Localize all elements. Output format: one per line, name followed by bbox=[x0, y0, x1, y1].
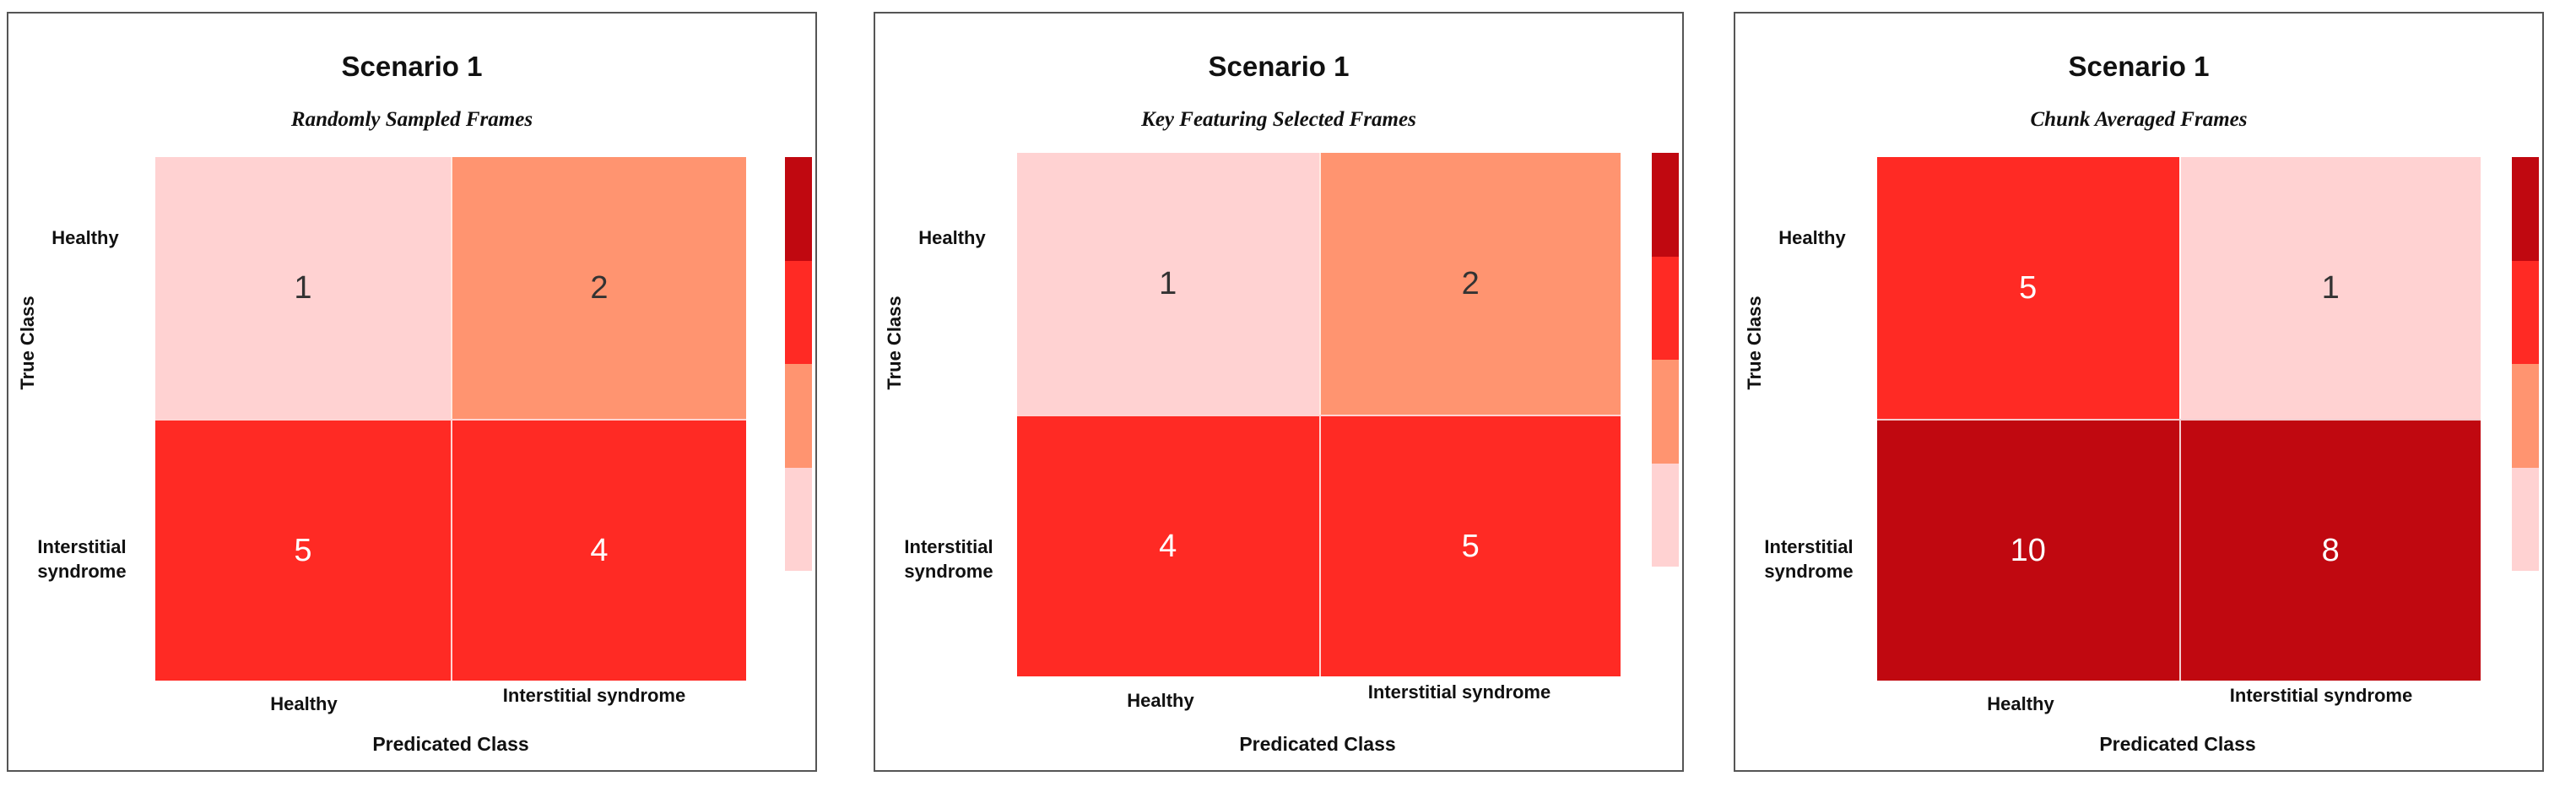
heatmap-cell: 1 bbox=[2178, 157, 2481, 419]
scale-swatch-level1 bbox=[785, 467, 812, 571]
color-scale-bar bbox=[2512, 157, 2539, 571]
y-axis-label: True Class bbox=[884, 296, 905, 390]
heatmap-grid: 1 2 4 5 bbox=[1017, 153, 1621, 676]
heatmap-cell: 4 bbox=[451, 419, 746, 681]
heatmap-cell: 5 bbox=[1318, 415, 1621, 676]
confusion-matrix-panel-3: Scenario 1 Chunk Averaged Frames True Cl… bbox=[1734, 12, 2544, 772]
heatmap-cell: 5 bbox=[1877, 157, 2179, 419]
scale-swatch-level4 bbox=[785, 157, 812, 261]
chart-title: Scenario 1 bbox=[341, 51, 483, 82]
heatmap-cell: 10 bbox=[1877, 419, 2179, 681]
scale-swatch-level3 bbox=[785, 260, 812, 364]
color-scale-bar bbox=[785, 157, 812, 571]
scale-swatch-level4 bbox=[1652, 153, 1679, 257]
scale-swatch-level3 bbox=[2512, 260, 2539, 364]
confusion-matrix-panel-1: Scenario 1 Randomly Sampled Frames True … bbox=[7, 12, 817, 772]
chart-subtitle: Chunk Averaged Frames bbox=[2030, 108, 2248, 131]
chart-title: Scenario 1 bbox=[1208, 51, 1350, 82]
heatmap-cell: 1 bbox=[1017, 153, 1319, 415]
x-axis-label: Predicated Class bbox=[1239, 733, 1396, 755]
col-label-healthy: Healthy bbox=[270, 693, 338, 714]
confusion-matrix-panel-2: Scenario 1 Key Featuring Selected Frames… bbox=[874, 12, 1684, 772]
row-label-interstitial: Interstitial syndrome bbox=[1764, 536, 1854, 582]
heatmap-cell: 4 bbox=[1017, 415, 1319, 676]
col-label-healthy: Healthy bbox=[1127, 690, 1194, 711]
y-axis-label: True Class bbox=[1744, 296, 1765, 390]
scale-swatch-level1 bbox=[2512, 467, 2539, 571]
x-axis-label: Predicated Class bbox=[372, 733, 529, 755]
heatmap-grid: 5 1 10 8 bbox=[1877, 157, 2481, 681]
heatmap-cell: 2 bbox=[1318, 153, 1621, 415]
heatmap-cell: 1 bbox=[155, 157, 451, 419]
col-label-healthy: Healthy bbox=[1987, 693, 2054, 714]
col-label-interstitial: Interstitial syndrome bbox=[502, 685, 686, 706]
chart-title: Scenario 1 bbox=[2068, 51, 2210, 82]
row-label-interstitial: Interstitial syndrome bbox=[37, 536, 127, 582]
x-axis-label: Predicated Class bbox=[2099, 733, 2256, 755]
y-axis-label: True Class bbox=[17, 296, 38, 390]
col-label-interstitial: Interstitial syndrome bbox=[2229, 685, 2413, 706]
heatmap-cell: 2 bbox=[451, 157, 746, 419]
scale-swatch-level1 bbox=[1652, 463, 1679, 567]
scale-swatch-level2 bbox=[1652, 360, 1679, 464]
row-label-healthy: Healthy bbox=[1778, 227, 1846, 248]
row-label-interstitial: Interstitial syndrome bbox=[904, 536, 993, 582]
scale-swatch-level2 bbox=[2512, 364, 2539, 468]
chart-subtitle: Randomly Sampled Frames bbox=[290, 108, 533, 131]
heatmap-grid: 1 2 5 4 bbox=[155, 157, 746, 681]
col-label-interstitial: Interstitial syndrome bbox=[1367, 681, 1551, 703]
scale-swatch-level3 bbox=[1652, 256, 1679, 360]
heatmap-cell: 5 bbox=[155, 419, 451, 681]
scale-swatch-level4 bbox=[2512, 157, 2539, 261]
chart-subtitle: Key Featuring Selected Frames bbox=[1141, 108, 1416, 131]
row-label-healthy: Healthy bbox=[51, 227, 119, 248]
color-scale-bar bbox=[1652, 153, 1679, 567]
row-label-healthy: Healthy bbox=[918, 227, 986, 248]
heatmap-cell: 8 bbox=[2178, 419, 2481, 681]
scale-swatch-level2 bbox=[785, 364, 812, 468]
